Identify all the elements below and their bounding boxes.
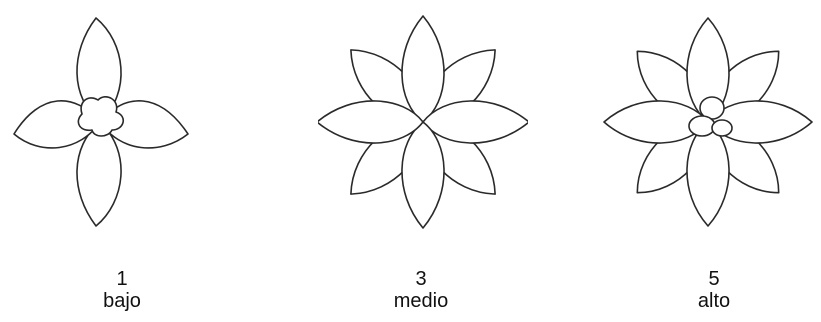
center-blob-right <box>712 120 732 136</box>
flower-medio-drawing <box>318 4 528 244</box>
level-word: bajo <box>52 290 192 312</box>
level-word: alto <box>644 290 784 312</box>
level-number: 3 <box>351 268 491 290</box>
flower-bajo-drawing <box>8 4 208 244</box>
four-petal-flower <box>8 4 208 244</box>
level-number: 1 <box>52 268 192 290</box>
level-word: medio <box>351 290 491 312</box>
center-blob-left <box>689 116 715 136</box>
label-bajo: 1 bajo <box>52 268 192 312</box>
label-alto: 5 alto <box>644 268 784 312</box>
label-medio: 3 medio <box>351 268 491 312</box>
level-number: 5 <box>644 268 784 290</box>
eight-petal-flower <box>318 4 528 244</box>
eight-petal-flower-with-center <box>600 4 815 244</box>
flower-alto-drawing <box>600 4 815 244</box>
